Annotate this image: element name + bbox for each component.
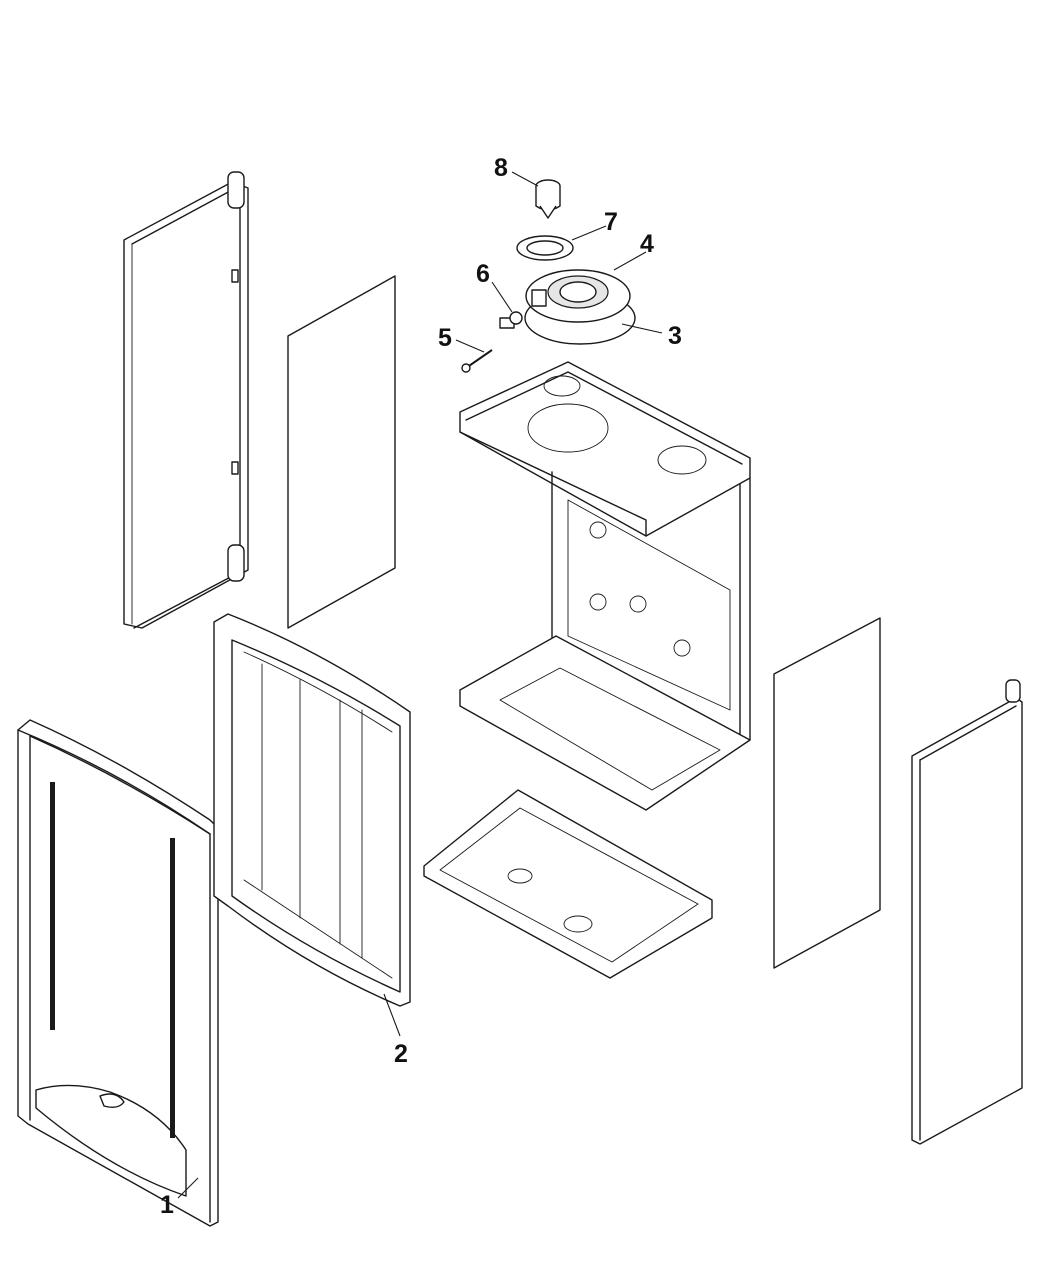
right-insulation-sheet <box>773 617 881 969</box>
flue-adaptor-assembly <box>524 269 636 345</box>
callout-labels: 1 2 3 4 5 6 7 8 <box>160 154 682 1219</box>
flue-sensor-pin <box>461 349 493 373</box>
flue-sample-point <box>499 311 523 329</box>
callout-leaders <box>177 171 663 1199</box>
left-side-panel <box>123 171 249 629</box>
callout-2: 2 <box>394 1040 408 1068</box>
callout-7: 7 <box>604 208 618 236</box>
main-chassis-frame <box>459 361 751 811</box>
front-panel <box>17 719 219 1227</box>
callout-4: 4 <box>640 230 654 258</box>
callout-5: 5 <box>438 324 452 352</box>
callout-8: 8 <box>494 154 508 182</box>
flue-gasket <box>516 235 574 261</box>
callout-1: 1 <box>160 1191 174 1219</box>
left-insulation-sheet <box>287 275 396 629</box>
right-side-panel <box>911 679 1023 1145</box>
front-door-frame <box>213 613 411 1007</box>
callout-3: 3 <box>668 322 682 350</box>
flue-cap <box>535 179 561 219</box>
callout-6: 6 <box>476 260 490 288</box>
base-tray <box>423 789 713 979</box>
